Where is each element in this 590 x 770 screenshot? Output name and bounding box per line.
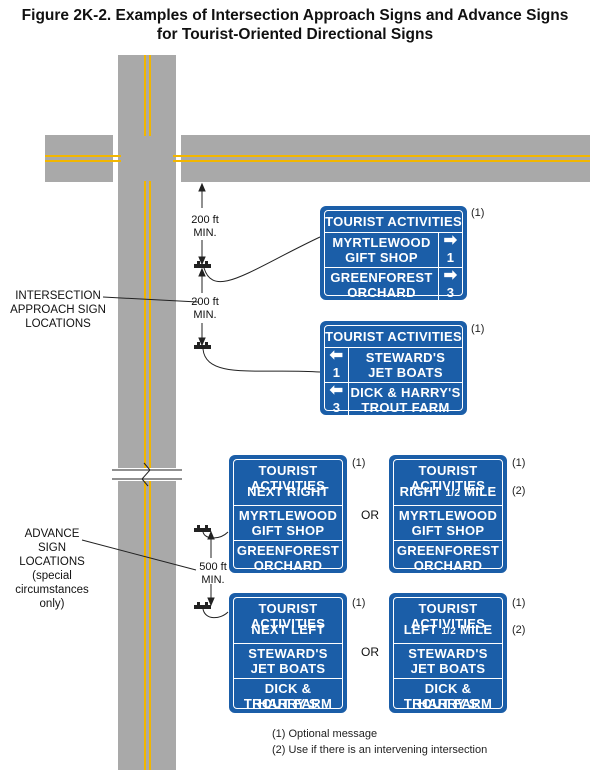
leader-advance: [81, 539, 197, 571]
sign-post-2: [194, 345, 211, 349]
sign-dest-line1: GREENFOREST: [396, 543, 500, 558]
intervening-note-mark: (2): [512, 485, 526, 497]
sign-dest-line1: STEWARD'S: [365, 350, 446, 365]
sign-dest-line2: JET BOATS: [410, 661, 486, 676]
leader-sign1: [203, 236, 321, 283]
distance-200ft-1: 200 ft: [191, 214, 219, 226]
sign-post-3: [194, 528, 211, 532]
sign-next-left: NEXT LEFT: [251, 622, 325, 637]
optional-note-mark: (1): [352, 457, 366, 469]
sign-approach-right: TOURIST ACTIVITIES MYRTLEWOOD GIFT SHOP …: [320, 206, 467, 301]
sign-post-1: [194, 264, 211, 268]
intervening-note-mark: (2): [512, 624, 526, 636]
sign-advance-right-half-mile: TOURIST ACTIVITIES RIGHT 1/2 MILE MYRTLE…: [389, 455, 507, 573]
sign-arrow-box: ➡ 1: [438, 233, 462, 267]
sign-dest-line1: GREENFOREST: [236, 543, 340, 558]
or-label: OR: [361, 508, 379, 522]
sign-distance: 3: [332, 400, 341, 415]
leader-intersection: [102, 296, 199, 303]
sign-advance-left-half-mile: TOURIST ACTIVITIES LEFT 1/2 MILE STEWARD…: [389, 593, 507, 713]
sign-header: TOURIST ACTIVITIES: [325, 329, 462, 344]
footnote-intervening-intersection: (2) Use if there is an intervening inter…: [272, 744, 488, 756]
distance-min-2: MIN.: [193, 309, 217, 321]
road-break: [112, 468, 182, 481]
footnote-optional-message: (1) Optional message: [272, 728, 378, 740]
figure-title-line1: Figure 2K-2. Examples of Intersection Ap…: [21, 7, 569, 24]
sign-right-half-mile: RIGHT 1/2 MILE: [399, 484, 497, 499]
optional-note-mark: (1): [471, 323, 485, 335]
right-arrow-icon: ➡: [443, 267, 458, 284]
optional-note-mark: (1): [512, 457, 526, 469]
sign-arrow-box: ⬅ 1: [325, 348, 349, 382]
optional-note-mark: (1): [352, 597, 366, 609]
distance-500ft: 500 ft: [199, 561, 227, 573]
figure-title-line2: for Tourist-Oriented Directional Signs: [156, 26, 434, 43]
sign-dest-line1: GREENFOREST: [330, 270, 433, 285]
intersection-approach-label: INTERSECTION APPROACH SIGN LOCATIONS: [10, 290, 106, 330]
optional-note-mark: (1): [512, 597, 526, 609]
sign-next-right: NEXT RIGHT: [247, 484, 329, 499]
sign-dest-line2: ORCHARD: [413, 558, 483, 573]
advance-sign-label: ADVANCE SIGN LOCATIONS (special circumst…: [15, 528, 89, 610]
sign-left-half-mile: LEFT 1/2 MILE: [403, 622, 493, 637]
sign-advance-next-left: TOURIST ACTIVITIES NEXT LEFT STEWARD'S J…: [229, 593, 347, 713]
sign-dest-line2: JET BOATS: [250, 661, 326, 676]
sign-post-4: [194, 605, 211, 609]
sign-dest-line2: ORCHARD: [347, 285, 416, 300]
distance-min-3: MIN.: [201, 574, 225, 586]
left-arrow-icon: ⬅: [329, 382, 344, 399]
sign-dest-line1: DICK & HARRY'S: [418, 681, 478, 711]
sign-dest-line2: GIFT SHOP: [251, 523, 325, 538]
sign-dest-line2: GIFT SHOP: [411, 523, 485, 538]
optional-note-mark: (1): [471, 207, 485, 219]
sign-dest-line2: TROUT FARM: [243, 696, 333, 711]
right-arrow-icon: ➡: [443, 232, 458, 249]
leader-sign2: [202, 348, 321, 373]
sign-dest-line2: TROUT FARM: [403, 696, 493, 711]
sign-dest-line1: DICK & HARRY'S: [258, 681, 318, 711]
sign-dest-line1: DICK & HARRY'S: [350, 385, 461, 400]
sign-approach-left: TOURIST ACTIVITIES ⬅ 1 STEWARD'S JET BOA…: [320, 321, 467, 416]
sign-dest-line1: MYRTLEWOOD: [332, 235, 431, 250]
left-arrow-icon: ⬅: [329, 347, 344, 364]
sign-header: TOURIST ACTIVITIES: [410, 463, 486, 493]
sign-dest-line1: MYRTLEWOOD: [398, 508, 498, 523]
distance-min-1: MIN.: [193, 227, 217, 239]
sign-advance-next-right: TOURIST ACTIVITIES NEXT RIGHT MYRTLEWOOD…: [229, 455, 347, 573]
sign-dest-line2: GIFT SHOP: [345, 250, 418, 265]
sign-dest-line1: STEWARD'S: [248, 646, 328, 661]
sign-dest-line2: JET BOATS: [368, 365, 443, 380]
sign-dest-line1: STEWARD'S: [408, 646, 488, 661]
sign-header: TOURIST ACTIVITIES: [325, 214, 462, 229]
sign-distance: 3: [446, 285, 455, 300]
sign-arrow-box: ⬅ 3: [325, 383, 349, 416]
sign-dest-line2: TROUT FARM: [361, 400, 450, 415]
sign-header: TOURIST ACTIVITIES: [250, 463, 326, 493]
or-label: OR: [361, 645, 379, 659]
sign-dest-line1: MYRTLEWOOD: [238, 508, 338, 523]
sign-distance: 1: [446, 250, 455, 265]
sign-arrow-box: ➡ 3: [438, 268, 462, 301]
sign-header: TOURIST ACTIVITIES: [250, 601, 326, 631]
sign-distance: 1: [332, 365, 341, 380]
sign-header: TOURIST ACTIVITIES: [410, 601, 486, 631]
sign-dest-line2: ORCHARD: [253, 558, 323, 573]
leader-sign3: [202, 531, 229, 539]
leader-sign4: [202, 608, 229, 619]
distance-200ft-2: 200 ft: [191, 296, 219, 308]
